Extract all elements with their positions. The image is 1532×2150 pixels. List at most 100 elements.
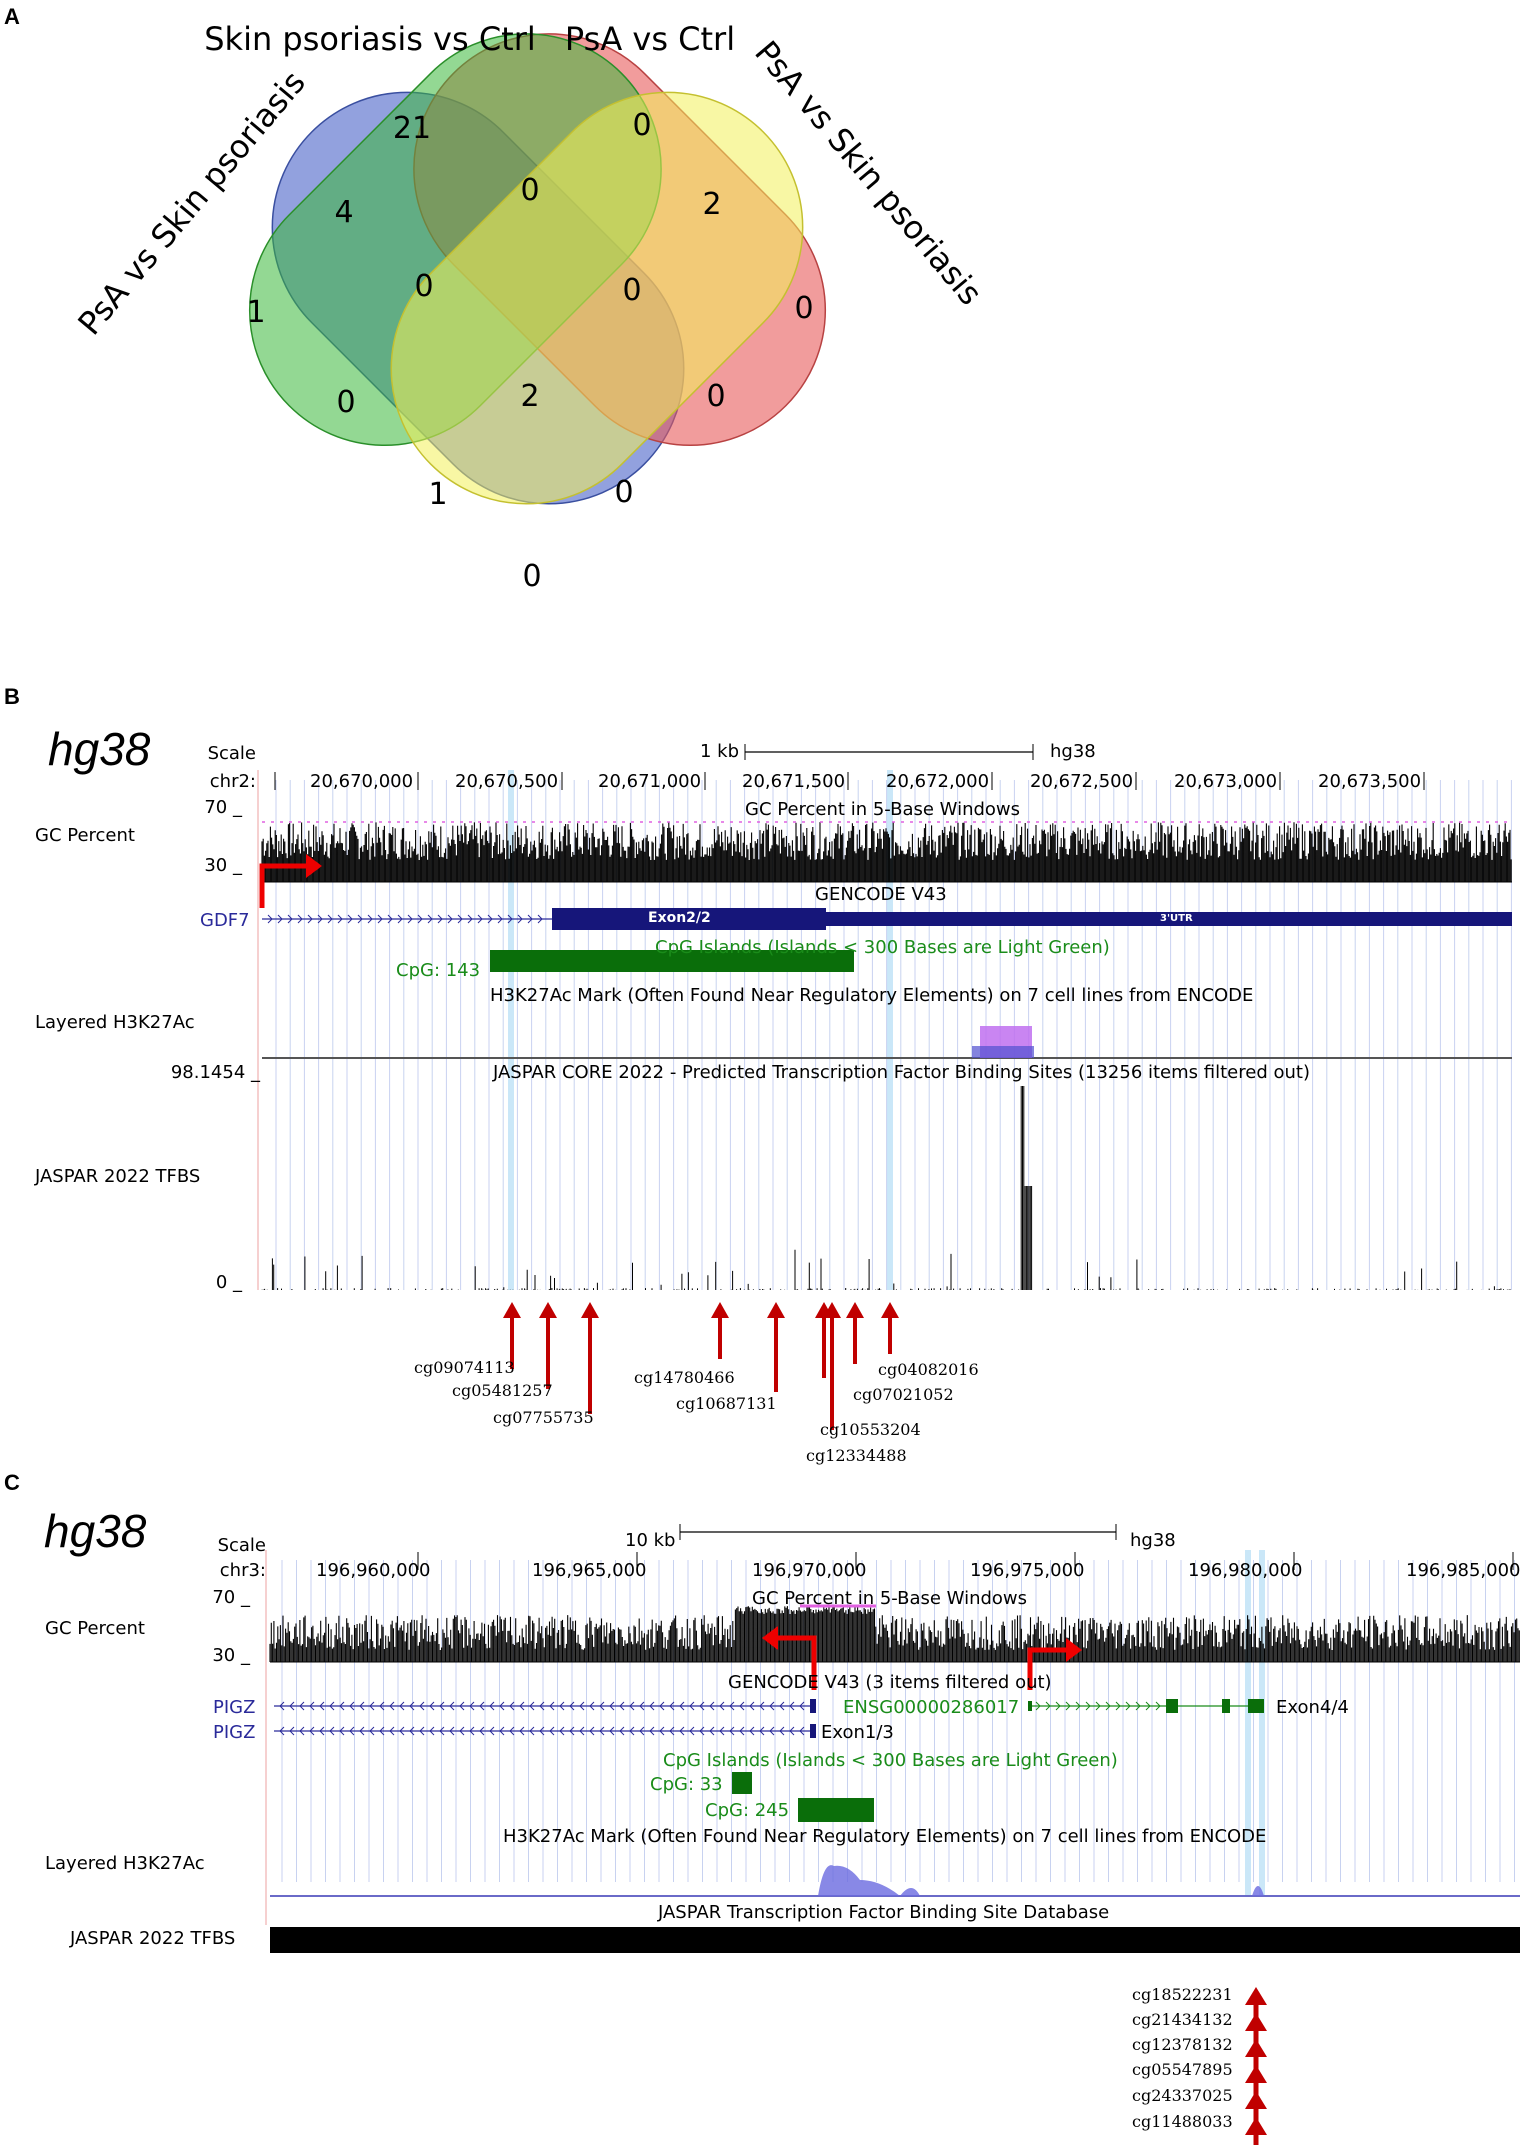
intron-chevron	[319, 1726, 325, 1736]
gc-percent-bars	[261, 822, 1512, 882]
h3k-peak-c	[818, 1865, 920, 1896]
intron-chevron	[1075, 1701, 1081, 1711]
panel-b-assembly: hg38	[48, 723, 151, 775]
intron-chevron	[769, 1726, 775, 1736]
intron-chevron	[409, 1701, 415, 1711]
exon-block-b	[552, 908, 826, 930]
venn-count-red-green: 0	[520, 173, 539, 208]
intron-chevron	[387, 914, 393, 924]
intron-chevron	[479, 1701, 485, 1711]
intron-chevron	[369, 1701, 375, 1711]
intron-chevron	[789, 1701, 795, 1711]
cpg-item-c-2[interactable]: CpG: 245	[705, 1800, 790, 1821]
jaspar-title-c: JASPAR Transcription Factor Binding Site…	[658, 1902, 1110, 1923]
cpg-island-b	[490, 950, 854, 972]
intron-chevron	[609, 1726, 615, 1736]
intron-chevron	[549, 1726, 555, 1736]
cpg-site-b-4: cg14780466	[634, 1368, 735, 1387]
cpg-site-c-6: cg11488033	[1132, 2112, 1233, 2131]
jaspar-label-b: JASPAR 2022 TFBS	[35, 1166, 201, 1187]
h3k-label-c: Layered H3K27Ac	[45, 1853, 205, 1874]
pos-c-6: 196,985,000	[1406, 1560, 1521, 1581]
intron-chevron	[589, 1726, 595, 1736]
intron-chevron	[659, 1701, 665, 1711]
cpg-arrow-head	[539, 1302, 557, 1318]
gene-label-ensg[interactable]: ENSG00000286017	[843, 1697, 1020, 1718]
pos-b-2: 20,670,500	[455, 771, 559, 792]
intron-chevron	[437, 914, 443, 924]
scale-assembly-c: hg38	[1130, 1530, 1176, 1551]
cpg-site-c-5: cg24337025	[1132, 2086, 1233, 2105]
intron-chevron	[759, 1701, 765, 1711]
intron-chevron	[289, 1726, 295, 1736]
intron-chevron	[307, 914, 313, 924]
intron-chevron	[277, 914, 283, 924]
h3k-peak-c-2	[1252, 1886, 1264, 1896]
intron-chevron	[579, 1726, 585, 1736]
cpg-site-b-7: cg07021052	[853, 1385, 954, 1404]
highlight-column	[1259, 1550, 1265, 1895]
cpg-arrow-head	[581, 1302, 599, 1318]
intron-chevron	[519, 1701, 525, 1711]
utr-label-b: 3'UTR	[1160, 913, 1193, 924]
gene-label-gdf7[interactable]: GDF7	[200, 910, 250, 931]
intron-chevron	[429, 1726, 435, 1736]
intron-chevron	[559, 1701, 565, 1711]
intron-chevron	[1155, 1701, 1161, 1711]
intron-chevron	[749, 1726, 755, 1736]
venn-count-all-four: 2	[520, 379, 539, 414]
intron-chevron	[719, 1701, 725, 1711]
intron-chevron	[399, 1701, 405, 1711]
cpg-item-c-1[interactable]: CpG: 33	[650, 1774, 723, 1795]
exon-right-label-c: Exon4/4	[1276, 1697, 1349, 1718]
intron-chevron	[709, 1726, 715, 1736]
cpg-site-b-2: cg05481257	[452, 1381, 553, 1400]
intron-chevron	[799, 1726, 805, 1736]
intron-chevron	[369, 1726, 375, 1736]
intron-chevron	[329, 1726, 335, 1736]
intron-chevron	[689, 1701, 695, 1711]
venn-count-blue-green: 0	[336, 385, 355, 420]
venn-diagram: Skin psoriasis vs Ctrl PsA vs Ctrl PsA v…	[70, 20, 989, 594]
intron-chevron	[529, 1726, 535, 1736]
h3k-title-c: H3K27Ac Mark (Often Found Near Regulator…	[503, 1826, 1267, 1847]
intron-chevron	[649, 1701, 655, 1711]
venn-count-red-only: 21	[393, 111, 431, 146]
pos-b-6: 20,672,500	[1030, 771, 1134, 792]
intron-chevron	[709, 1701, 715, 1711]
exon-block-ensg	[1222, 1699, 1230, 1713]
intron-chevron	[559, 1726, 565, 1736]
jaspar-zero-b: 0 _	[215, 1272, 242, 1293]
intron-chevron	[289, 1701, 295, 1711]
intron-chevron	[347, 914, 353, 924]
intron-chevron	[689, 1726, 695, 1736]
cpg-item-b[interactable]: CpG: 143	[396, 960, 481, 981]
gene-label-pigz-2[interactable]: PIGZ	[213, 1722, 256, 1743]
intron-chevron	[649, 1726, 655, 1736]
h3k-peak-base-b	[972, 1046, 1034, 1058]
gc-min-b: 30 _	[204, 855, 242, 876]
cpg-island-c-2	[798, 1798, 874, 1822]
intron-chevron	[1035, 1701, 1041, 1711]
venn-set-yellow	[390, 91, 804, 505]
cpg-site-b-1: cg09074113	[414, 1358, 515, 1377]
intron-chevron	[769, 1701, 775, 1711]
intron-chevron	[537, 914, 543, 924]
panel-a-letter: A	[4, 4, 20, 29]
intron-chevron	[467, 914, 473, 924]
cpg-arrow-head-c	[1245, 2039, 1267, 2057]
jaspar-title-b: JASPAR CORE 2022 - Predicted Transcripti…	[493, 1062, 1310, 1083]
intron-chevron	[319, 1701, 325, 1711]
intron-chevron	[1085, 1701, 1091, 1711]
gene-label-pigz-1[interactable]: PIGZ	[213, 1697, 256, 1718]
scale-label-c: Scale	[217, 1535, 266, 1556]
intron-chevron	[397, 914, 403, 924]
genome-browser-c	[265, 1524, 1520, 1953]
pos-c-5: 196,980,000	[1188, 1560, 1303, 1581]
venn-count-blue-green-yellow: 1	[428, 477, 447, 512]
pos-c-1: 196,960,000	[316, 1560, 431, 1581]
cpg-arrow-head	[881, 1302, 899, 1318]
intron-chevron	[499, 1726, 505, 1736]
intron-chevron	[1105, 1701, 1111, 1711]
intron-chevron	[527, 914, 533, 924]
